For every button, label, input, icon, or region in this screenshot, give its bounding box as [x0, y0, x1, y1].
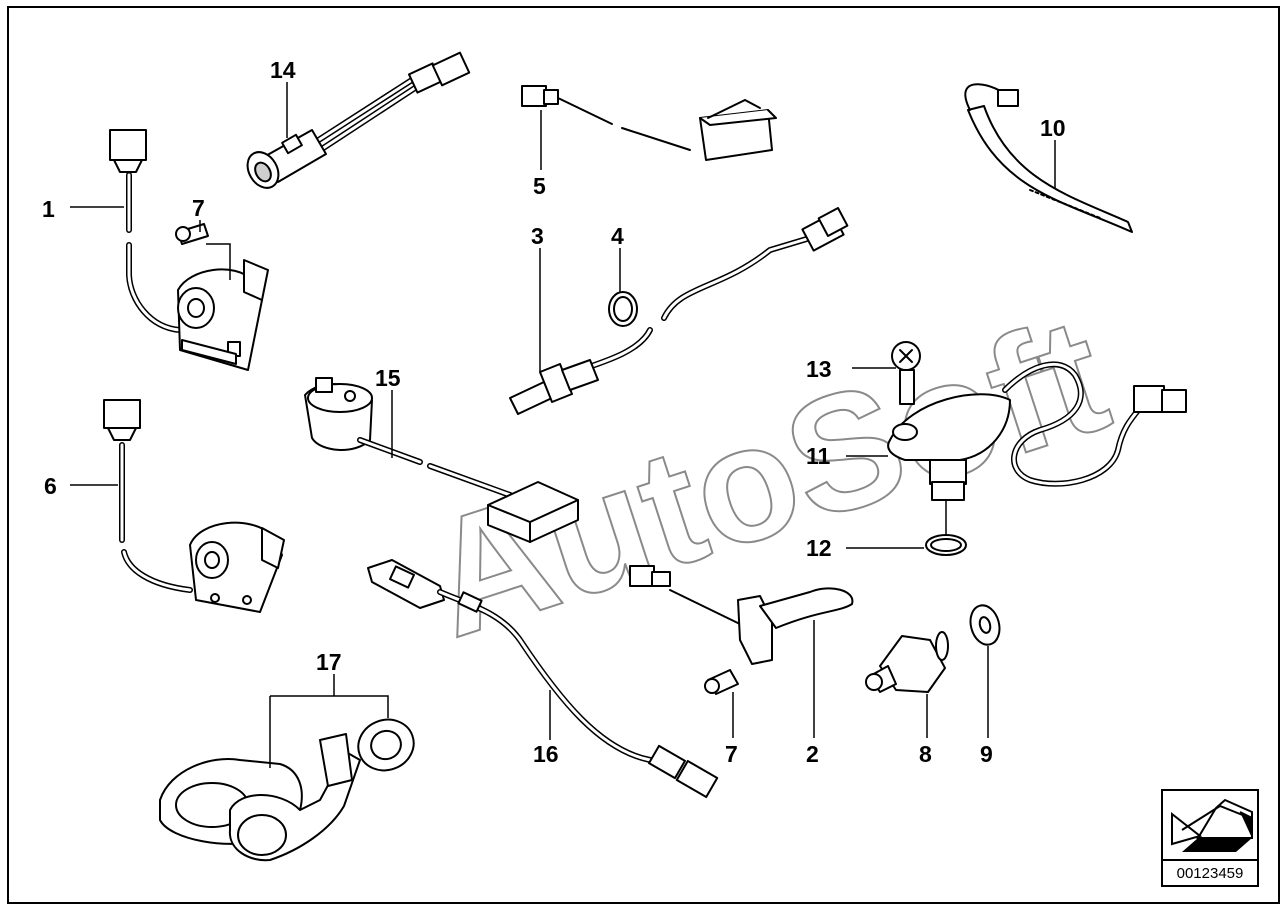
- part-1-sensor: [109, 129, 269, 371]
- callout-17: 17: [316, 649, 342, 675]
- diagram-frame: [7, 6, 1280, 904]
- callout-14: 14: [270, 57, 296, 83]
- part-6-sensor: [103, 399, 285, 613]
- arrow-icon: [1171, 798, 1253, 852]
- callout-6: 6: [44, 473, 57, 499]
- part-9-washer: [969, 604, 1001, 646]
- callout-5: 5: [533, 173, 546, 199]
- callout-10: 10: [1040, 115, 1066, 141]
- callout-9: 9: [980, 741, 993, 767]
- part-5-micro-switch: [521, 85, 777, 161]
- callout-13: 13: [806, 356, 832, 382]
- leader-lines: [70, 82, 1056, 768]
- callout-12: 12: [806, 535, 832, 561]
- callout-16: 16: [533, 741, 559, 767]
- part-17-sensor: [159, 718, 415, 862]
- callout-3: 3: [531, 223, 544, 249]
- part-16-sensor-cable: [367, 559, 719, 799]
- part-2-sensor: [629, 565, 854, 695]
- callout-4: 4: [611, 223, 624, 249]
- part-8-pressure-switch: [865, 631, 949, 693]
- callout-7-bottom: 7: [725, 741, 738, 767]
- orientation-box: 00123459: [1161, 789, 1259, 887]
- document-number: 00123459: [1177, 865, 1244, 882]
- part-11-sensor: [887, 341, 1187, 556]
- part-3-oxygen-sensor: [509, 207, 849, 415]
- callout-7-top: 7: [192, 195, 205, 221]
- callout-2: 2: [806, 741, 819, 767]
- part-10-cable-tie: [964, 83, 1133, 233]
- callout-11: 11: [806, 443, 831, 469]
- callout-1: 1: [42, 196, 55, 222]
- callout-15: 15: [375, 365, 401, 391]
- callout-8: 8: [919, 741, 932, 767]
- part-14-indicator-lamp: [246, 51, 471, 189]
- part-15-sensor: [304, 377, 579, 543]
